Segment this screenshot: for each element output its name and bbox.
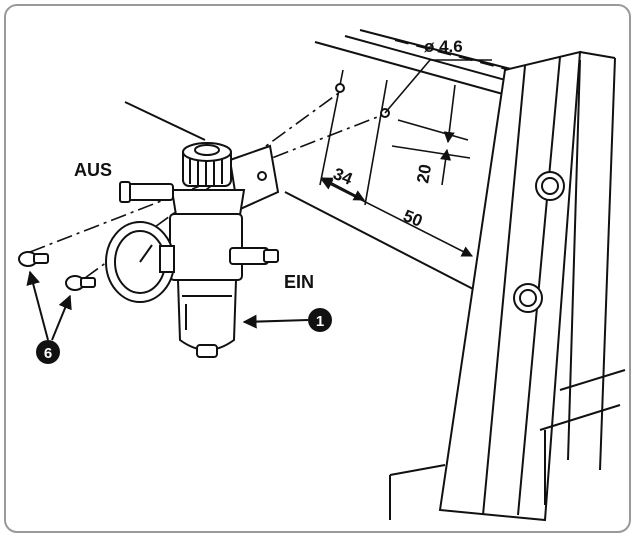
hole-diameter-label: ø 4.6 (424, 37, 463, 56)
outlet-label: AUS (74, 160, 112, 180)
svg-text:6: 6 (44, 345, 52, 362)
dimension-50-label: 50 (401, 206, 426, 231)
callout-badge-regulator: 1 (308, 308, 332, 332)
machine-frame (124, 29, 626, 522)
mounting-screws (18, 251, 96, 341)
filter-regulator-unit (105, 142, 280, 358)
screw-right (65, 275, 96, 291)
svg-text:1: 1 (316, 313, 324, 330)
regulator-callout-arrow (242, 314, 309, 329)
callout-badge-screws: 6 (36, 340, 60, 364)
outer-frame (4, 4, 631, 533)
dimension-20-label: 20 (413, 163, 435, 185)
screw-left (18, 251, 49, 267)
inlet-label: EIN (284, 272, 314, 292)
